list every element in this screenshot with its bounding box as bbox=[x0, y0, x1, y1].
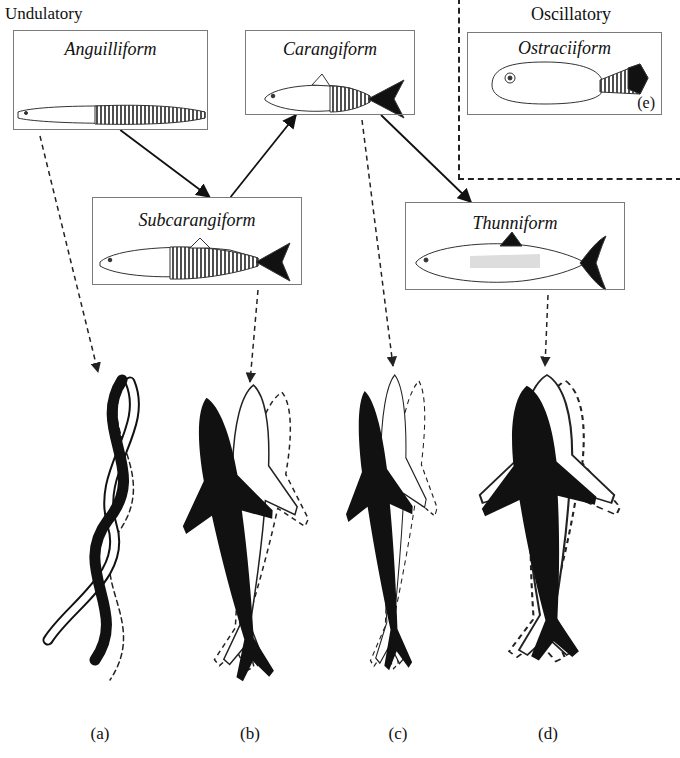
mode-name: Subcarangiform bbox=[139, 210, 256, 231]
transition-arrow bbox=[120, 130, 209, 197]
mode-name: Ostraciiform bbox=[518, 38, 611, 59]
panel-letter: (a) bbox=[91, 724, 110, 744]
region-title: Oscillatory bbox=[531, 4, 611, 25]
dashed-pointer bbox=[40, 120, 548, 382]
transition-arrow bbox=[231, 115, 296, 197]
subcarangiform-fish bbox=[100, 238, 290, 281]
mode-name: Carangiform bbox=[283, 39, 377, 60]
mode-box: Subcarangiform bbox=[92, 197, 302, 285]
mode-box: Anguilliform bbox=[13, 30, 208, 130]
eel-silhouette bbox=[48, 380, 134, 680]
panel-letter: (c) bbox=[389, 724, 408, 744]
eel-fish bbox=[18, 105, 205, 124]
panel-letter: (b) bbox=[240, 724, 260, 744]
boxfish bbox=[492, 62, 648, 104]
oscillatory-region: OscillatoryOstraciiform (e) bbox=[458, 0, 680, 180]
carangiform-fish bbox=[265, 74, 404, 118]
mode-box: Carangiform bbox=[245, 30, 415, 115]
shark-silhouette bbox=[162, 383, 330, 686]
shark-silhouette bbox=[331, 374, 452, 673]
group-label: Undulatory bbox=[5, 4, 82, 24]
panel-letter: (e) bbox=[637, 94, 655, 112]
panel-letter: (d) bbox=[538, 724, 558, 744]
shark-silhouette bbox=[470, 374, 633, 667]
mode-box: Ostraciiform (e) bbox=[467, 32, 662, 115]
mode-name: Anguilliform bbox=[64, 39, 156, 60]
mode-name: Thunniform bbox=[472, 213, 557, 234]
mode-box: Thunniform bbox=[405, 202, 625, 290]
tuna-fish bbox=[416, 232, 606, 290]
